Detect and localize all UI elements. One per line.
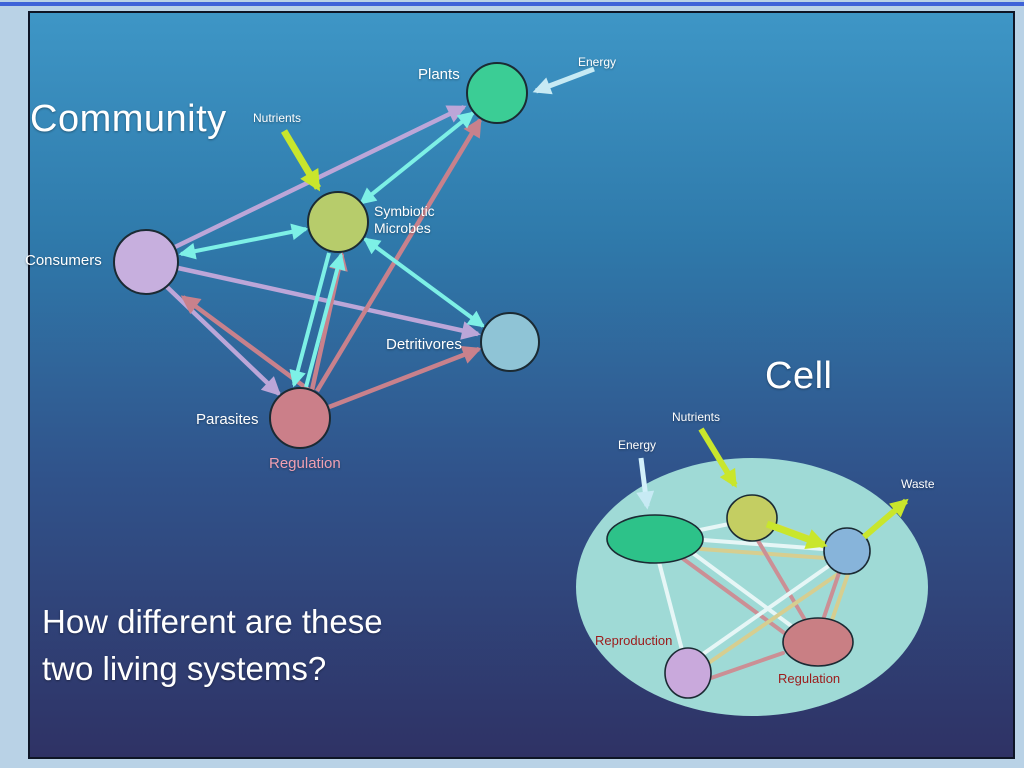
edge-microbes-detritivores	[362, 237, 486, 328]
cell-edge-pink-blue-salmon	[821, 571, 841, 622]
label-regulation-cell: Regulation	[778, 671, 841, 686]
arrow-cell-nutrients	[698, 427, 738, 488]
label-reproduction-cell: Reproduction	[595, 633, 673, 648]
node-symbiotic-microbes	[307, 191, 369, 253]
organelle-purple-reproduction	[664, 647, 712, 699]
window-top-line	[0, 2, 1024, 6]
label-waste-cell: Waste	[901, 477, 935, 491]
node-consumers	[113, 229, 179, 295]
edge-consumers-microbes	[178, 223, 309, 260]
label-plants: Plants	[418, 66, 460, 83]
question-line1: How different are these	[42, 603, 383, 640]
label-energy-cell: Energy	[618, 438, 657, 452]
label-nutrients-community: Nutrients	[253, 111, 302, 125]
cell-edge-pink-blue-tan	[830, 572, 850, 622]
organelle-blue	[823, 527, 871, 575]
organelle-pink-regulation	[782, 617, 854, 667]
node-plants	[466, 62, 528, 124]
edge-consumers-parasites	[165, 285, 282, 396]
community-network	[113, 62, 595, 449]
edge-parasites-microbes-up	[304, 252, 346, 388]
community-title: Community	[30, 98, 227, 140]
cell-edge-green-yellow	[698, 522, 731, 532]
label-symbiotic-line2: Microbes	[374, 220, 431, 236]
question-line2: two living systems?	[42, 650, 327, 687]
cell-edge-green-purple	[657, 560, 684, 652]
edge-plants-microbes	[359, 111, 475, 205]
label-detritivores: Detritivores	[386, 336, 462, 353]
arrow-nutrients-to-microbes	[280, 129, 322, 192]
cell-edge-purple-pink	[709, 651, 785, 680]
label-regulation-community: Regulation	[269, 455, 341, 472]
label-nutrients-cell: Nutrients	[672, 410, 721, 424]
node-detritivores	[480, 312, 540, 372]
edge-microbes-parasites-down	[289, 252, 331, 388]
label-symbiotic-microbes: Symbiotic Microbes	[374, 203, 435, 237]
organelle-green	[606, 514, 704, 564]
cell-diagram	[576, 427, 928, 716]
organelle-yellow	[726, 494, 778, 542]
question-text: How different are these two living syste…	[42, 598, 383, 692]
cell-edge-yellow-pink	[755, 537, 807, 622]
cell-edge-green-blue-tan	[699, 547, 827, 560]
arrow-cell-waste	[862, 498, 909, 540]
label-parasites: Parasites	[196, 411, 259, 428]
cell-title: Cell	[765, 355, 833, 397]
edge-parasites-consumers	[180, 295, 315, 395]
label-consumers: Consumers	[25, 252, 102, 269]
arrow-energy-to-plants	[532, 66, 595, 95]
edge-parasites-detritivores	[328, 345, 482, 410]
cell-edge-purple-blue-white	[701, 563, 832, 656]
node-parasites	[269, 387, 331, 449]
cell-edge-purple-blue-tan	[708, 572, 840, 664]
label-energy-community: Energy	[578, 55, 617, 69]
cell-edge-green-blue-white	[701, 538, 825, 551]
arrow-yellow-to-blue	[765, 520, 828, 549]
label-symbiotic-line1: Symbiotic	[374, 203, 435, 219]
arrow-cell-energy	[636, 457, 655, 510]
